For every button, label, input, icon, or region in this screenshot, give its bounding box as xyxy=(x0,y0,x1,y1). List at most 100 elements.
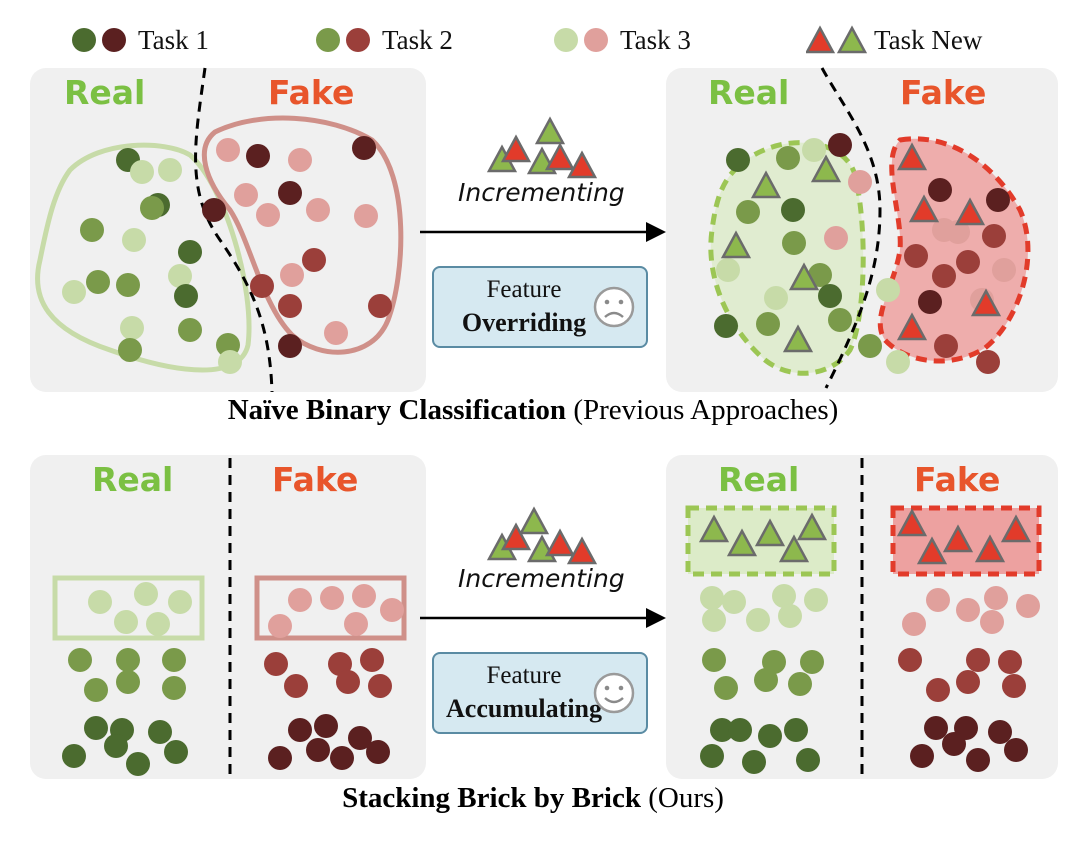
triangle-nf xyxy=(500,134,532,163)
point-r3 xyxy=(722,590,746,614)
point-f3 xyxy=(380,598,404,622)
legend-task3: Task 3 xyxy=(554,18,691,62)
point-r1 xyxy=(726,148,750,172)
triangle-nf xyxy=(942,524,974,553)
point-r3 xyxy=(88,590,112,614)
top-feature-line1: Feature xyxy=(486,276,562,303)
point-r2 xyxy=(118,338,142,362)
point-f1 xyxy=(314,714,338,738)
point-f3 xyxy=(234,183,258,207)
point-r2 xyxy=(86,270,110,294)
point-r1 xyxy=(178,240,202,264)
point-r2 xyxy=(140,196,164,220)
point-r2 xyxy=(754,668,778,692)
point-f1 xyxy=(928,178,952,202)
point-f3 xyxy=(256,203,280,227)
point-r2 xyxy=(776,146,800,170)
point-r3 xyxy=(802,138,826,162)
point-r1 xyxy=(784,718,808,742)
point-f2 xyxy=(302,248,326,272)
point-r2 xyxy=(116,670,140,694)
triangle-nf xyxy=(896,312,928,341)
point-r2 xyxy=(702,648,726,672)
happy-face-icon xyxy=(593,672,635,714)
bottom-right-fake-label: Fake xyxy=(914,460,1001,499)
bottom-caption: Stacking Brick by Brick (Ours) xyxy=(0,782,1066,815)
point-r3 xyxy=(130,160,154,184)
point-r2 xyxy=(800,650,824,674)
point-r3 xyxy=(764,286,788,310)
bottom-right-real-label: Real xyxy=(718,460,800,499)
point-f2 xyxy=(926,678,950,702)
point-r2 xyxy=(756,312,780,336)
task1-fake-dot-icon xyxy=(102,28,126,52)
point-r1 xyxy=(700,744,724,768)
top-right-boundary xyxy=(820,67,882,389)
triangle-nf xyxy=(566,536,598,565)
task3-real-dot-icon xyxy=(554,28,578,52)
legend-task3-label: Task 3 xyxy=(620,24,691,55)
point-r1 xyxy=(148,720,172,744)
legend-task1: Task 1 xyxy=(72,18,209,62)
point-r1 xyxy=(62,744,86,768)
point-r2 xyxy=(178,318,202,342)
top-arrow xyxy=(420,222,666,242)
point-f1 xyxy=(246,144,270,168)
triangle-nr xyxy=(796,512,828,541)
top-left-real-label: Real xyxy=(64,73,146,112)
triangle-nf xyxy=(566,150,598,179)
point-r3 xyxy=(120,316,144,340)
triangle-nr xyxy=(518,506,550,535)
point-f2 xyxy=(904,244,928,268)
point-f3 xyxy=(926,588,950,612)
point-r1 xyxy=(714,314,738,338)
bottom-incrementing-label: Incrementing xyxy=(458,564,625,593)
point-r1 xyxy=(164,740,188,764)
triangle-nr xyxy=(788,262,820,291)
point-f1 xyxy=(828,133,852,157)
task2-fake-dot-icon xyxy=(346,28,370,52)
point-f3 xyxy=(344,612,368,636)
point-f1 xyxy=(910,744,934,768)
point-r3 xyxy=(772,584,796,608)
point-f3 xyxy=(320,586,344,610)
point-f1 xyxy=(986,188,1010,212)
point-r1 xyxy=(796,748,820,772)
point-f3 xyxy=(946,220,970,244)
bottom-left-real-box xyxy=(52,575,205,641)
point-r3 xyxy=(746,608,770,632)
point-r2 xyxy=(68,648,92,672)
point-r1 xyxy=(104,734,128,758)
point-f1 xyxy=(988,720,1012,744)
triangle-nf xyxy=(500,522,532,551)
triangle-nr xyxy=(720,230,752,259)
point-r1 xyxy=(174,284,198,308)
point-f3 xyxy=(216,138,240,162)
point-r2 xyxy=(828,308,852,332)
point-f2 xyxy=(328,652,352,676)
triangle-nf xyxy=(1000,514,1032,543)
point-f1 xyxy=(288,718,312,742)
point-f1 xyxy=(942,732,966,756)
point-f3 xyxy=(984,586,1008,610)
point-r2 xyxy=(162,648,186,672)
point-f2 xyxy=(898,648,922,672)
point-f3 xyxy=(980,610,1004,634)
point-f2 xyxy=(956,670,980,694)
triangle-nr xyxy=(750,170,782,199)
bottom-left-fake-label: Fake xyxy=(272,460,359,499)
point-f2 xyxy=(932,264,956,288)
triangle-nr xyxy=(810,154,842,183)
top-right-real-label: Real xyxy=(708,73,790,112)
point-r3 xyxy=(122,228,146,252)
point-f3 xyxy=(268,614,292,638)
point-f3 xyxy=(1016,594,1040,618)
point-r2 xyxy=(84,678,108,702)
triangle-nf xyxy=(916,536,948,565)
bottom-caption-bold: Stacking Brick by Brick xyxy=(342,782,641,814)
legend-task2: Task 2 xyxy=(316,18,453,62)
point-f1 xyxy=(918,290,942,314)
point-r1 xyxy=(710,718,734,742)
point-f2 xyxy=(966,648,990,672)
